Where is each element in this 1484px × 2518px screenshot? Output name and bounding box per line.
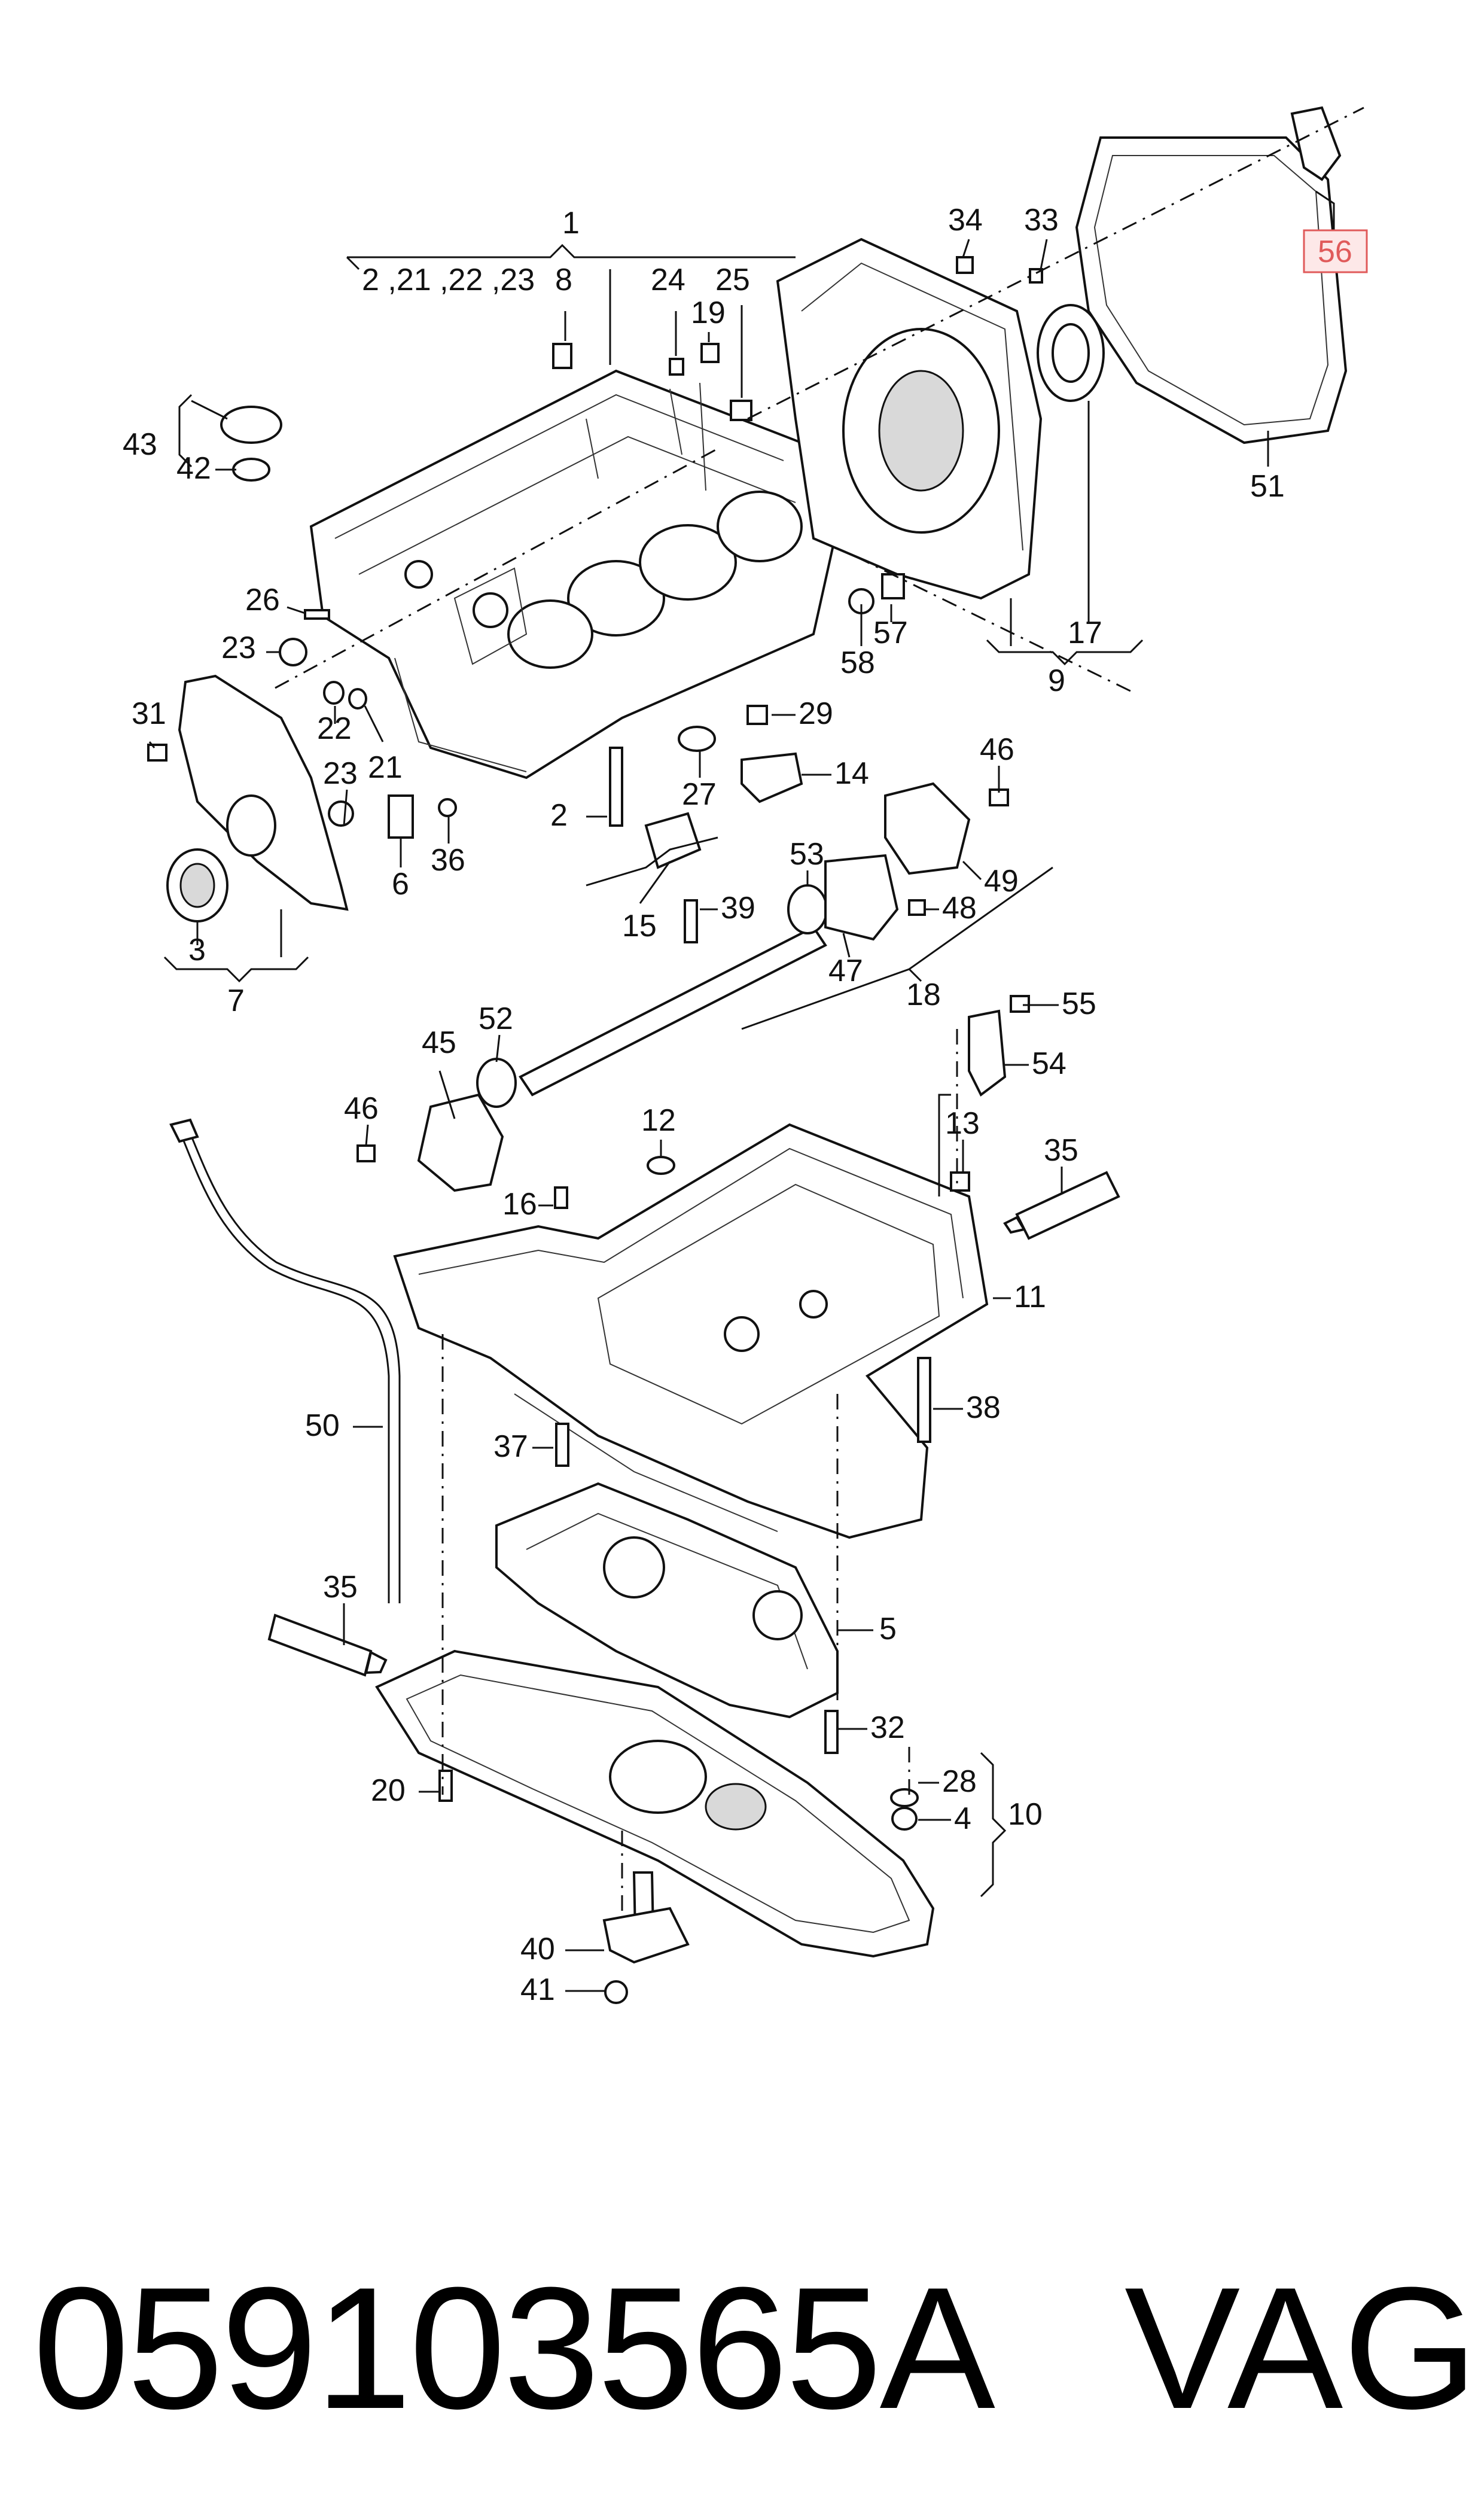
callout-4: 4 [954,1801,971,1836]
callout-43: 43 [123,427,157,462]
callout-labels: 1 2 ,21 ,22 ,23 8 24 25 19 34 33 56 43 4… [123,203,1352,2007]
callout-53: 53 [790,837,824,872]
callout-17: 17 [1068,616,1102,650]
callout-45: 45 [422,1025,456,1060]
highlight-box-56 [1303,229,1368,273]
baffle-drawing [495,1482,839,1719]
callout-1-subparts: 2 ,21 ,22 ,23 [362,263,535,297]
callout-19: 19 [691,296,726,330]
oil-level-sender-drawing [602,1871,690,2004]
callout-8: 8 [555,263,572,297]
callout-52: 52 [479,1001,513,1036]
callout-32: 32 [870,1710,905,1745]
callout-15: 15 [622,909,657,943]
callout-9: 9 [1048,663,1065,698]
callout-33: 33 [1024,203,1059,238]
callout-11: 11 [1014,1280,1046,1314]
callout-49: 49 [984,864,1019,899]
callout-46-upper: 46 [980,732,1014,767]
center-lines [275,106,1364,1914]
callout-12: 12 [641,1103,676,1138]
brand-name: VAG [1125,2251,1478,2445]
upper-oil-pan-drawing [393,1123,989,1539]
callout-10: 10 [1008,1797,1043,1832]
callout-18: 18 [906,978,941,1012]
callout-41: 41 [520,1972,555,2007]
callout-46-lower: 46 [344,1091,379,1126]
callout-27: 27 [682,777,717,812]
leader-lines [148,190,1335,1992]
callout-26: 26 [245,583,280,617]
callout-16: 16 [502,1187,537,1222]
callout-14: 14 [834,756,869,791]
oil-pump-drawing [586,752,803,887]
callout-21: 21 [368,750,403,785]
callout-23-upper: 23 [221,631,256,665]
callout-55: 55 [1062,987,1096,1021]
callout-57: 57 [873,616,908,650]
callout-54: 54 [1032,1046,1066,1081]
lower-oil-pan-drawing [375,1649,935,1958]
fasteners-drawing [147,256,1043,1831]
callout-6: 6 [392,867,409,902]
callout-25: 25 [715,263,750,297]
callout-7: 7 [227,984,245,1018]
callout-1: 1 [562,206,580,240]
callout-22: 22 [317,711,352,746]
dipstick-tube-drawing [169,1118,401,1603]
callout-39: 39 [721,891,755,925]
callout-29: 29 [799,696,833,731]
part-number: 059103565A [33,2251,995,2445]
callout-47: 47 [828,954,863,988]
exploded-parts-diagram: 1 2 ,21 ,22 ,23 8 24 25 19 34 33 56 43 4… [123,106,1368,2007]
callout-42: 42 [176,451,211,486]
callout-40: 40 [520,1932,555,1966]
seal-17-drawing [1037,304,1105,402]
engine-block-drawing [309,369,839,780]
balance-shaft-drawing [417,782,971,1192]
front-cover-drawing [166,674,349,922]
callout-58: 58 [840,646,875,680]
callout-56: 56 [1318,235,1352,269]
callout-35-upper: 35 [1044,1133,1078,1168]
callout-5: 5 [879,1612,897,1646]
gasket-51-drawing [1075,106,1348,444]
callout-28: 28 [942,1764,977,1799]
callout-48: 48 [942,891,977,925]
callout-2: 2 [550,798,568,833]
rear-housing-drawing [776,238,1043,600]
callout-20: 20 [371,1773,406,1808]
callout-51: 51 [1250,469,1285,504]
callout-36: 36 [431,843,465,878]
callout-34: 34 [948,203,983,238]
callout-35-lower: 35 [323,1570,358,1604]
callout-23-lower: 23 [323,756,358,791]
callout-38: 38 [966,1390,1001,1425]
callout-3: 3 [188,933,206,967]
callout-31: 31 [132,696,166,731]
callout-37: 37 [493,1429,528,1464]
sealant-tube-drawing [267,1171,1120,1677]
callout-24: 24 [651,263,685,297]
callout-13: 13 [945,1106,980,1141]
callout-50: 50 [305,1408,340,1443]
